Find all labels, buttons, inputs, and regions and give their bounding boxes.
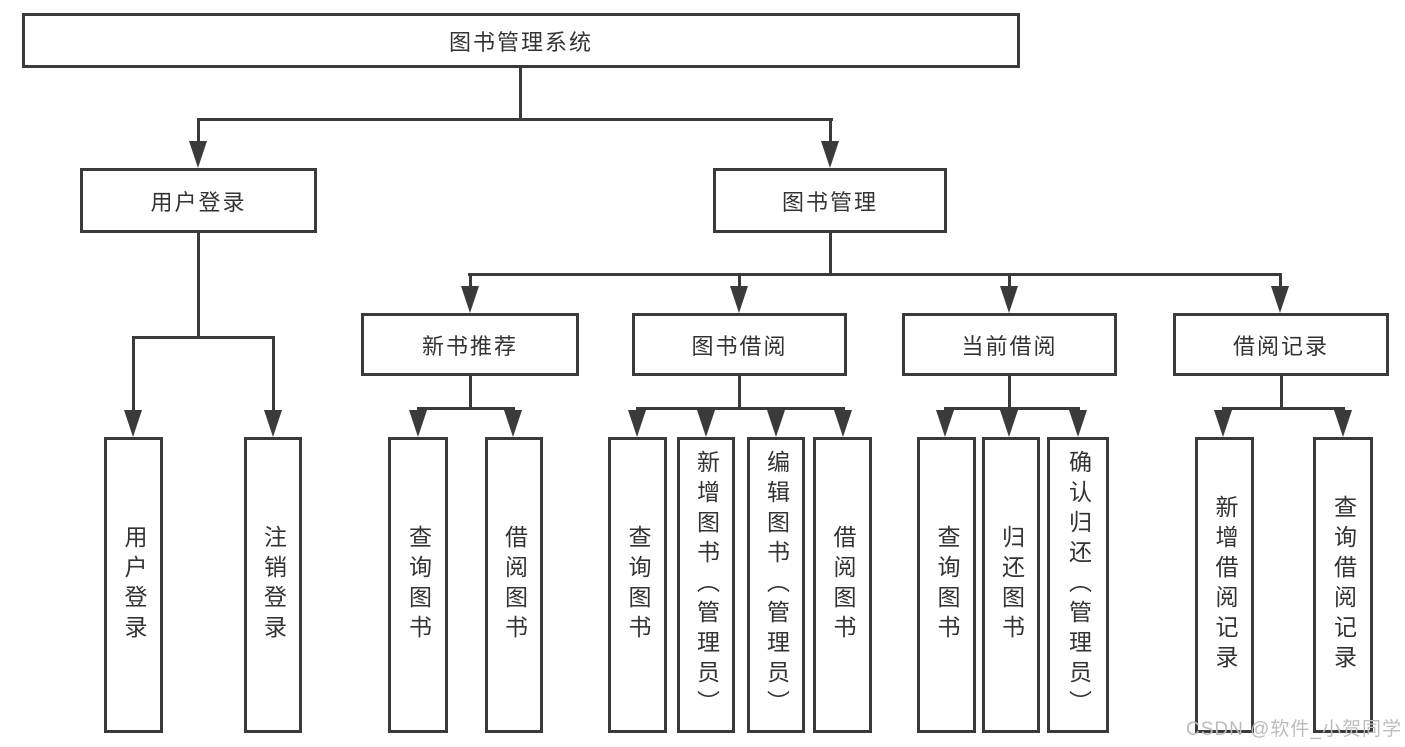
connector-line xyxy=(417,407,515,410)
connector-line xyxy=(636,407,845,410)
arrowhead-icon xyxy=(1271,286,1289,313)
arrowhead-icon xyxy=(767,410,785,437)
arrowhead-icon xyxy=(730,286,748,313)
connector-line xyxy=(469,276,472,288)
arrowhead-icon xyxy=(1334,410,1352,437)
arrowhead-icon xyxy=(124,410,142,437)
node-user-login: 用户登录 xyxy=(80,168,317,233)
connector-line xyxy=(1222,407,1345,410)
node-book-management: 图书管理 xyxy=(713,168,947,233)
leaf-borrow-books: 借阅图书 xyxy=(813,437,872,733)
arrowhead-icon xyxy=(409,410,427,437)
connector-line xyxy=(829,121,832,143)
leaf-query-borrow-record: 查询借阅记录 xyxy=(1313,437,1373,733)
connector-line xyxy=(1008,376,1011,407)
connector-line xyxy=(132,336,275,339)
node-new-book-recommend: 新书推荐 xyxy=(361,313,579,376)
connector-line xyxy=(272,339,275,412)
leaf-add-books-admin: 新增图书（管理员） xyxy=(677,437,735,733)
connector-line xyxy=(1280,376,1283,407)
leaf-query-books-borrow: 查询图书 xyxy=(608,437,667,733)
arrowhead-icon xyxy=(1069,410,1087,437)
arrowhead-icon xyxy=(1000,410,1018,437)
leaf-query-books-current: 查询图书 xyxy=(917,437,976,733)
node-current-borrow: 当前借阅 xyxy=(902,313,1117,376)
arrowhead-icon xyxy=(628,410,646,437)
leaf-user-login: 用户登录 xyxy=(104,437,163,733)
arrowhead-icon xyxy=(936,410,954,437)
connector-line xyxy=(738,276,741,288)
leaf-return-books: 归还图书 xyxy=(982,437,1040,733)
connector-line xyxy=(738,376,741,407)
connector-line xyxy=(829,233,832,273)
leaf-query-books-recommend: 查询图书 xyxy=(388,437,448,733)
arrowhead-icon xyxy=(1214,410,1232,437)
arrowhead-icon xyxy=(504,410,522,437)
arrowhead-icon xyxy=(834,410,852,437)
node-book-borrow: 图书借阅 xyxy=(632,313,847,376)
connector-line xyxy=(197,233,200,336)
connector-line xyxy=(469,376,472,407)
arrowhead-icon xyxy=(461,286,479,313)
arrowhead-icon xyxy=(697,410,715,437)
leaf-logout-login: 注销登录 xyxy=(244,437,302,733)
connector-line xyxy=(197,121,200,143)
node-root: 图书管理系统 xyxy=(22,13,1020,68)
connector-line xyxy=(519,68,522,121)
connector-line xyxy=(132,339,135,412)
watermark: CSDN @软件_小贺同学 xyxy=(1186,719,1402,740)
arrowhead-icon xyxy=(1000,286,1018,313)
connector-line xyxy=(1008,276,1011,288)
arrowhead-icon xyxy=(821,141,839,168)
arrowhead-icon xyxy=(264,410,282,437)
leaf-borrow-books-recommend: 借阅图书 xyxy=(485,437,543,733)
leaf-edit-books-admin: 编辑图书（管理员） xyxy=(747,437,805,733)
connector-line xyxy=(468,273,1282,276)
leaf-confirm-return-admin: 确认归还（管理员） xyxy=(1047,437,1109,733)
leaf-add-borrow-record: 新增借阅记录 xyxy=(1195,437,1254,733)
node-borrow-records: 借阅记录 xyxy=(1173,313,1389,376)
connector-line xyxy=(944,407,1080,410)
connector-line xyxy=(1279,276,1282,288)
arrowhead-icon xyxy=(189,141,207,168)
connector-line xyxy=(197,118,833,121)
